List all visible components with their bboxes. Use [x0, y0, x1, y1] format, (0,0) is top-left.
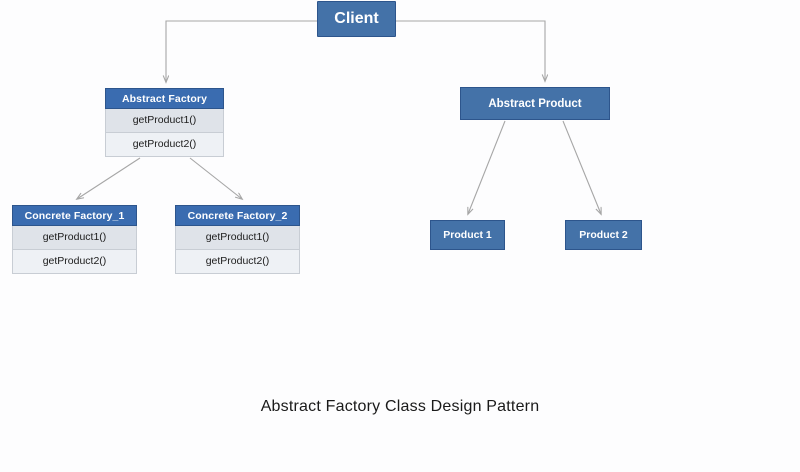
node-concrete-factory-2-method-1: getProduct1() — [175, 226, 300, 250]
node-abstract-factory-title: Abstract Factory — [105, 88, 224, 109]
node-concrete-factory-2[interactable]: Concrete Factory_2 getProduct1() getProd… — [175, 205, 300, 274]
node-client[interactable]: Client — [317, 1, 396, 37]
node-concrete-factory-1-title: Concrete Factory_1 — [12, 205, 137, 226]
connector-abstract-factory-to-concrete-factory-2 — [189, 157, 242, 199]
node-product-1[interactable]: Product 1 — [430, 220, 505, 250]
node-concrete-factory-1[interactable]: Concrete Factory_1 getProduct1() getProd… — [12, 205, 137, 274]
connector-abstract-product-to-product-1 — [468, 120, 506, 214]
connector-abstract-factory-to-concrete-factory-1 — [77, 157, 141, 199]
node-concrete-factory-1-method-2: getProduct2() — [12, 250, 137, 274]
node-concrete-factory-2-method-2: getProduct2() — [175, 250, 300, 274]
node-abstract-product[interactable]: Abstract Product — [460, 87, 610, 120]
connector-client-to-abstract-factory — [166, 20, 317, 82]
node-abstract-factory[interactable]: Abstract Factory getProduct1() getProduc… — [105, 88, 224, 157]
node-concrete-factory-1-method-1: getProduct1() — [12, 226, 137, 250]
node-concrete-factory-2-title: Concrete Factory_2 — [175, 205, 300, 226]
node-abstract-factory-method-1: getProduct1() — [105, 109, 224, 133]
connector-client-to-abstract-product — [396, 20, 545, 81]
diagram-caption: Abstract Factory Class Design Pattern — [260, 398, 540, 415]
connector-abstract-product-to-product-2 — [562, 120, 601, 214]
node-product-2[interactable]: Product 2 — [565, 220, 642, 250]
node-abstract-factory-method-2: getProduct2() — [105, 133, 224, 157]
